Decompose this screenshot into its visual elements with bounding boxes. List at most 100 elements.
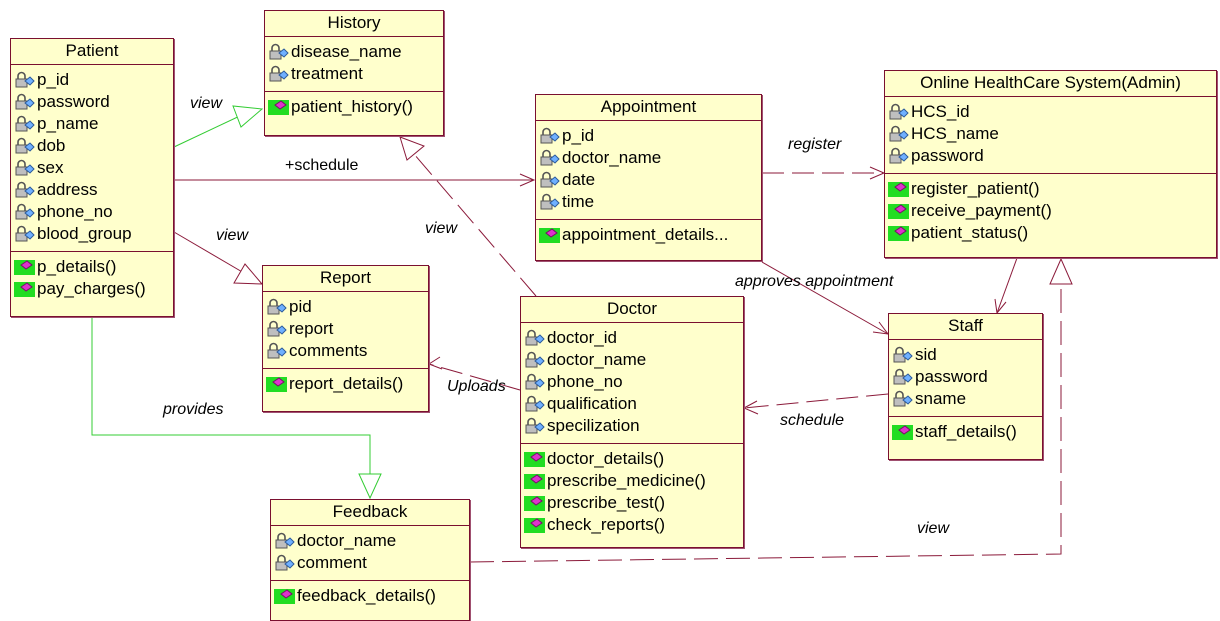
attribute: blood_group [13, 223, 173, 245]
class-feedback[interactable]: Feedback doctor_name comment feedback_de… [270, 499, 470, 621]
attribute-label: doctor_name [547, 350, 647, 369]
arrowhead-patient-history [232, 105, 264, 128]
attribute: doctor_id [523, 327, 743, 349]
label-view-patient-history: view [190, 95, 223, 112]
arrowhead-doctor-report [427, 356, 443, 370]
arrowhead-admin-staff [994, 298, 1007, 315]
arrowhead-staff-doctor [742, 400, 759, 415]
arrowhead-patient-feedback [358, 473, 382, 500]
private-attribute-icon [15, 137, 35, 154]
operation-list: staff_details() [889, 417, 1042, 449]
operation-label: doctor_details() [547, 449, 665, 468]
attribute: doctor_name [523, 349, 743, 371]
operation-label: pay_charges() [37, 279, 146, 298]
link-patient-feedback [91, 317, 371, 474]
operation-icon [524, 452, 545, 467]
class-report[interactable]: Report pid report comments report_detail… [262, 265, 429, 412]
class-name: Doctor [521, 297, 743, 323]
private-attribute-icon [540, 171, 560, 188]
attribute: address [13, 179, 173, 201]
attribute-label: qualification [547, 394, 637, 413]
operation-list: doctor_details() prescribe_medicine() pr… [521, 444, 743, 542]
operation-label: p_details() [37, 257, 117, 276]
attribute: comment [273, 552, 469, 574]
class-history[interactable]: History disease_name treatment patient_h… [264, 10, 444, 136]
private-attribute-icon [267, 320, 287, 337]
arrowhead-patient-appointment [519, 173, 536, 187]
arrowhead-patient-report [233, 263, 264, 285]
private-attribute-icon [269, 65, 289, 82]
operation: report_details() [265, 373, 428, 395]
attribute: treatment [267, 63, 443, 85]
attribute-list: sid password sname [889, 340, 1042, 417]
operation-icon [524, 496, 545, 511]
operation-icon [888, 226, 909, 241]
private-attribute-icon [889, 125, 909, 142]
class-patient[interactable]: Patient p_id password p_name dob sex add… [10, 38, 174, 317]
attribute: sex [13, 157, 173, 179]
attribute-label: doctor_name [297, 531, 397, 550]
attribute-label: password [911, 146, 984, 165]
operation-label: feedback_details() [297, 586, 436, 605]
operation-icon [892, 425, 913, 440]
private-attribute-icon [275, 554, 295, 571]
attribute-label: blood_group [37, 224, 132, 243]
private-attribute-icon [269, 43, 289, 60]
operation-icon [14, 260, 35, 275]
attribute-label: sname [915, 389, 967, 408]
label-view-patient-report: view [216, 227, 249, 244]
attribute: sname [891, 388, 1042, 410]
private-attribute-icon [267, 298, 287, 315]
attribute: phone_no [523, 371, 743, 393]
class-name: Staff [889, 314, 1042, 340]
attribute: HCS_id [887, 101, 1216, 123]
attribute: phone_no [13, 201, 173, 223]
attribute: pid [265, 296, 428, 318]
attribute: p_name [13, 113, 173, 135]
attribute-label: p_id [37, 70, 70, 89]
operation-icon [266, 377, 287, 392]
attribute: password [13, 91, 173, 113]
attribute-label: sid [915, 345, 937, 364]
attribute: password [887, 145, 1216, 167]
attribute-label: phone_no [547, 372, 623, 391]
attribute: time [538, 191, 761, 213]
class-admin[interactable]: Online HealthCare System(Admin) HCS_id H… [884, 70, 1217, 258]
attribute-list: disease_name treatment [265, 37, 443, 92]
private-attribute-icon [15, 93, 35, 110]
label-schedule-staff: schedule [780, 412, 845, 429]
attribute-label: date [562, 170, 596, 189]
label-provides: provides [163, 401, 224, 418]
attribute-list: pid report comments [263, 292, 428, 369]
class-staff[interactable]: Staff sid password sname staff_details() [888, 313, 1043, 460]
class-name: Report [263, 266, 428, 292]
private-attribute-icon [893, 368, 913, 385]
attribute-label: dob [37, 136, 66, 155]
operation-label: prescribe_medicine() [547, 471, 706, 490]
operation-label: receive_payment() [911, 201, 1052, 220]
operation: prescribe_medicine() [523, 470, 743, 492]
link-patient-report [173, 231, 245, 274]
attribute-label: p_id [562, 126, 595, 145]
attribute-list: doctor_id doctor_name phone_no qualifica… [521, 323, 743, 444]
operation-icon [14, 282, 35, 297]
operation: appointment_details... [538, 224, 761, 246]
label-register: register [788, 136, 842, 153]
private-attribute-icon [15, 203, 35, 220]
attribute: doctor_name [538, 147, 761, 169]
private-attribute-icon [15, 181, 35, 198]
operation: check_reports() [523, 514, 743, 536]
operation-icon [888, 204, 909, 219]
operation: register_patient() [887, 178, 1216, 200]
attribute-label: time [562, 192, 595, 211]
label-view-doctor-history: view [425, 220, 458, 237]
private-attribute-icon [525, 395, 545, 412]
operation: pay_charges() [13, 278, 173, 300]
link-doctor-report [428, 363, 521, 391]
private-attribute-icon [525, 351, 545, 368]
private-attribute-icon [267, 342, 287, 359]
class-appointment[interactable]: Appointment p_id doctor_name date time a… [535, 94, 762, 261]
operation-label: check_reports() [547, 515, 666, 534]
class-doctor[interactable]: Doctor doctor_id doctor_name phone_no qu… [520, 296, 744, 548]
operation-icon [268, 100, 289, 115]
